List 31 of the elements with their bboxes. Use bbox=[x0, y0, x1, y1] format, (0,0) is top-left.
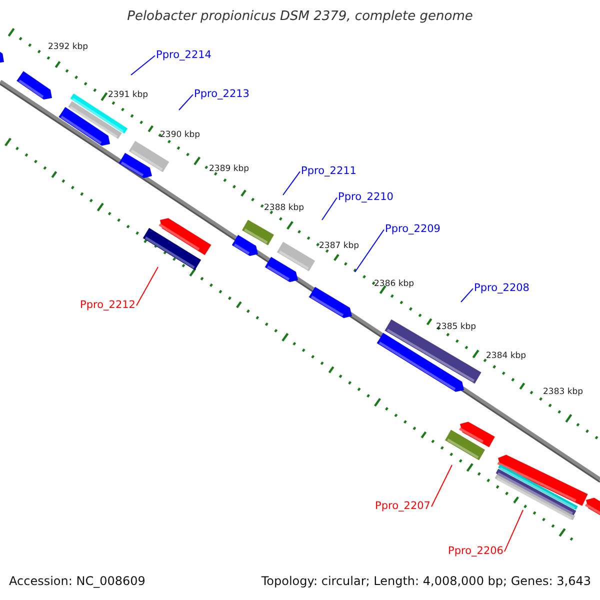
tick-label: 2386 kbp bbox=[374, 279, 414, 289]
accession-note: Accession: NC_008609 bbox=[9, 574, 146, 588]
leader-line bbox=[282, 171, 300, 196]
topology-note: Topology: circular; Length: 4,008,000 bp; Genes: 3,643 bbox=[261, 574, 591, 588]
tick-label: 2391 kbp bbox=[108, 90, 148, 100]
tick-label: 2383 kbp bbox=[543, 387, 584, 397]
leader-line bbox=[178, 94, 194, 110]
gene-label: Ppro_2210 bbox=[338, 191, 394, 203]
gene-label: Ppro_2207 bbox=[375, 500, 430, 512]
gene-label: Ppro_2213 bbox=[194, 88, 250, 100]
gene-label: Ppro_2208 bbox=[474, 282, 530, 294]
tick-label: 2390 kbp bbox=[160, 130, 200, 140]
leader-line bbox=[130, 55, 156, 76]
gene-label: Ppro_2211 bbox=[301, 165, 356, 177]
leader-line bbox=[460, 288, 474, 302]
leader-line bbox=[322, 197, 338, 220]
gene-label: Ppro_2206 bbox=[448, 545, 504, 557]
leader-line bbox=[504, 510, 524, 552]
leader-line bbox=[136, 266, 158, 306]
gene-label: Ppro_2209 bbox=[385, 223, 440, 235]
leader-line bbox=[354, 229, 384, 272]
gene-label: Ppro_2214 bbox=[156, 49, 212, 61]
gene-label: Ppro_2212 bbox=[80, 299, 136, 311]
tick-label: 2384 kbp bbox=[486, 351, 526, 361]
leader-line bbox=[430, 464, 452, 508]
tick-label: 2392 kbp bbox=[48, 42, 88, 52]
tick-label: 2389 kbp bbox=[209, 164, 250, 174]
tick-label: 2388 kbp bbox=[264, 203, 304, 213]
map-title: Pelobacter propionicus DSM 2379, complete genome bbox=[126, 9, 474, 24]
tick-label: 2385 kbp bbox=[436, 322, 476, 332]
tick-label: 2387 kbp bbox=[319, 241, 360, 251]
